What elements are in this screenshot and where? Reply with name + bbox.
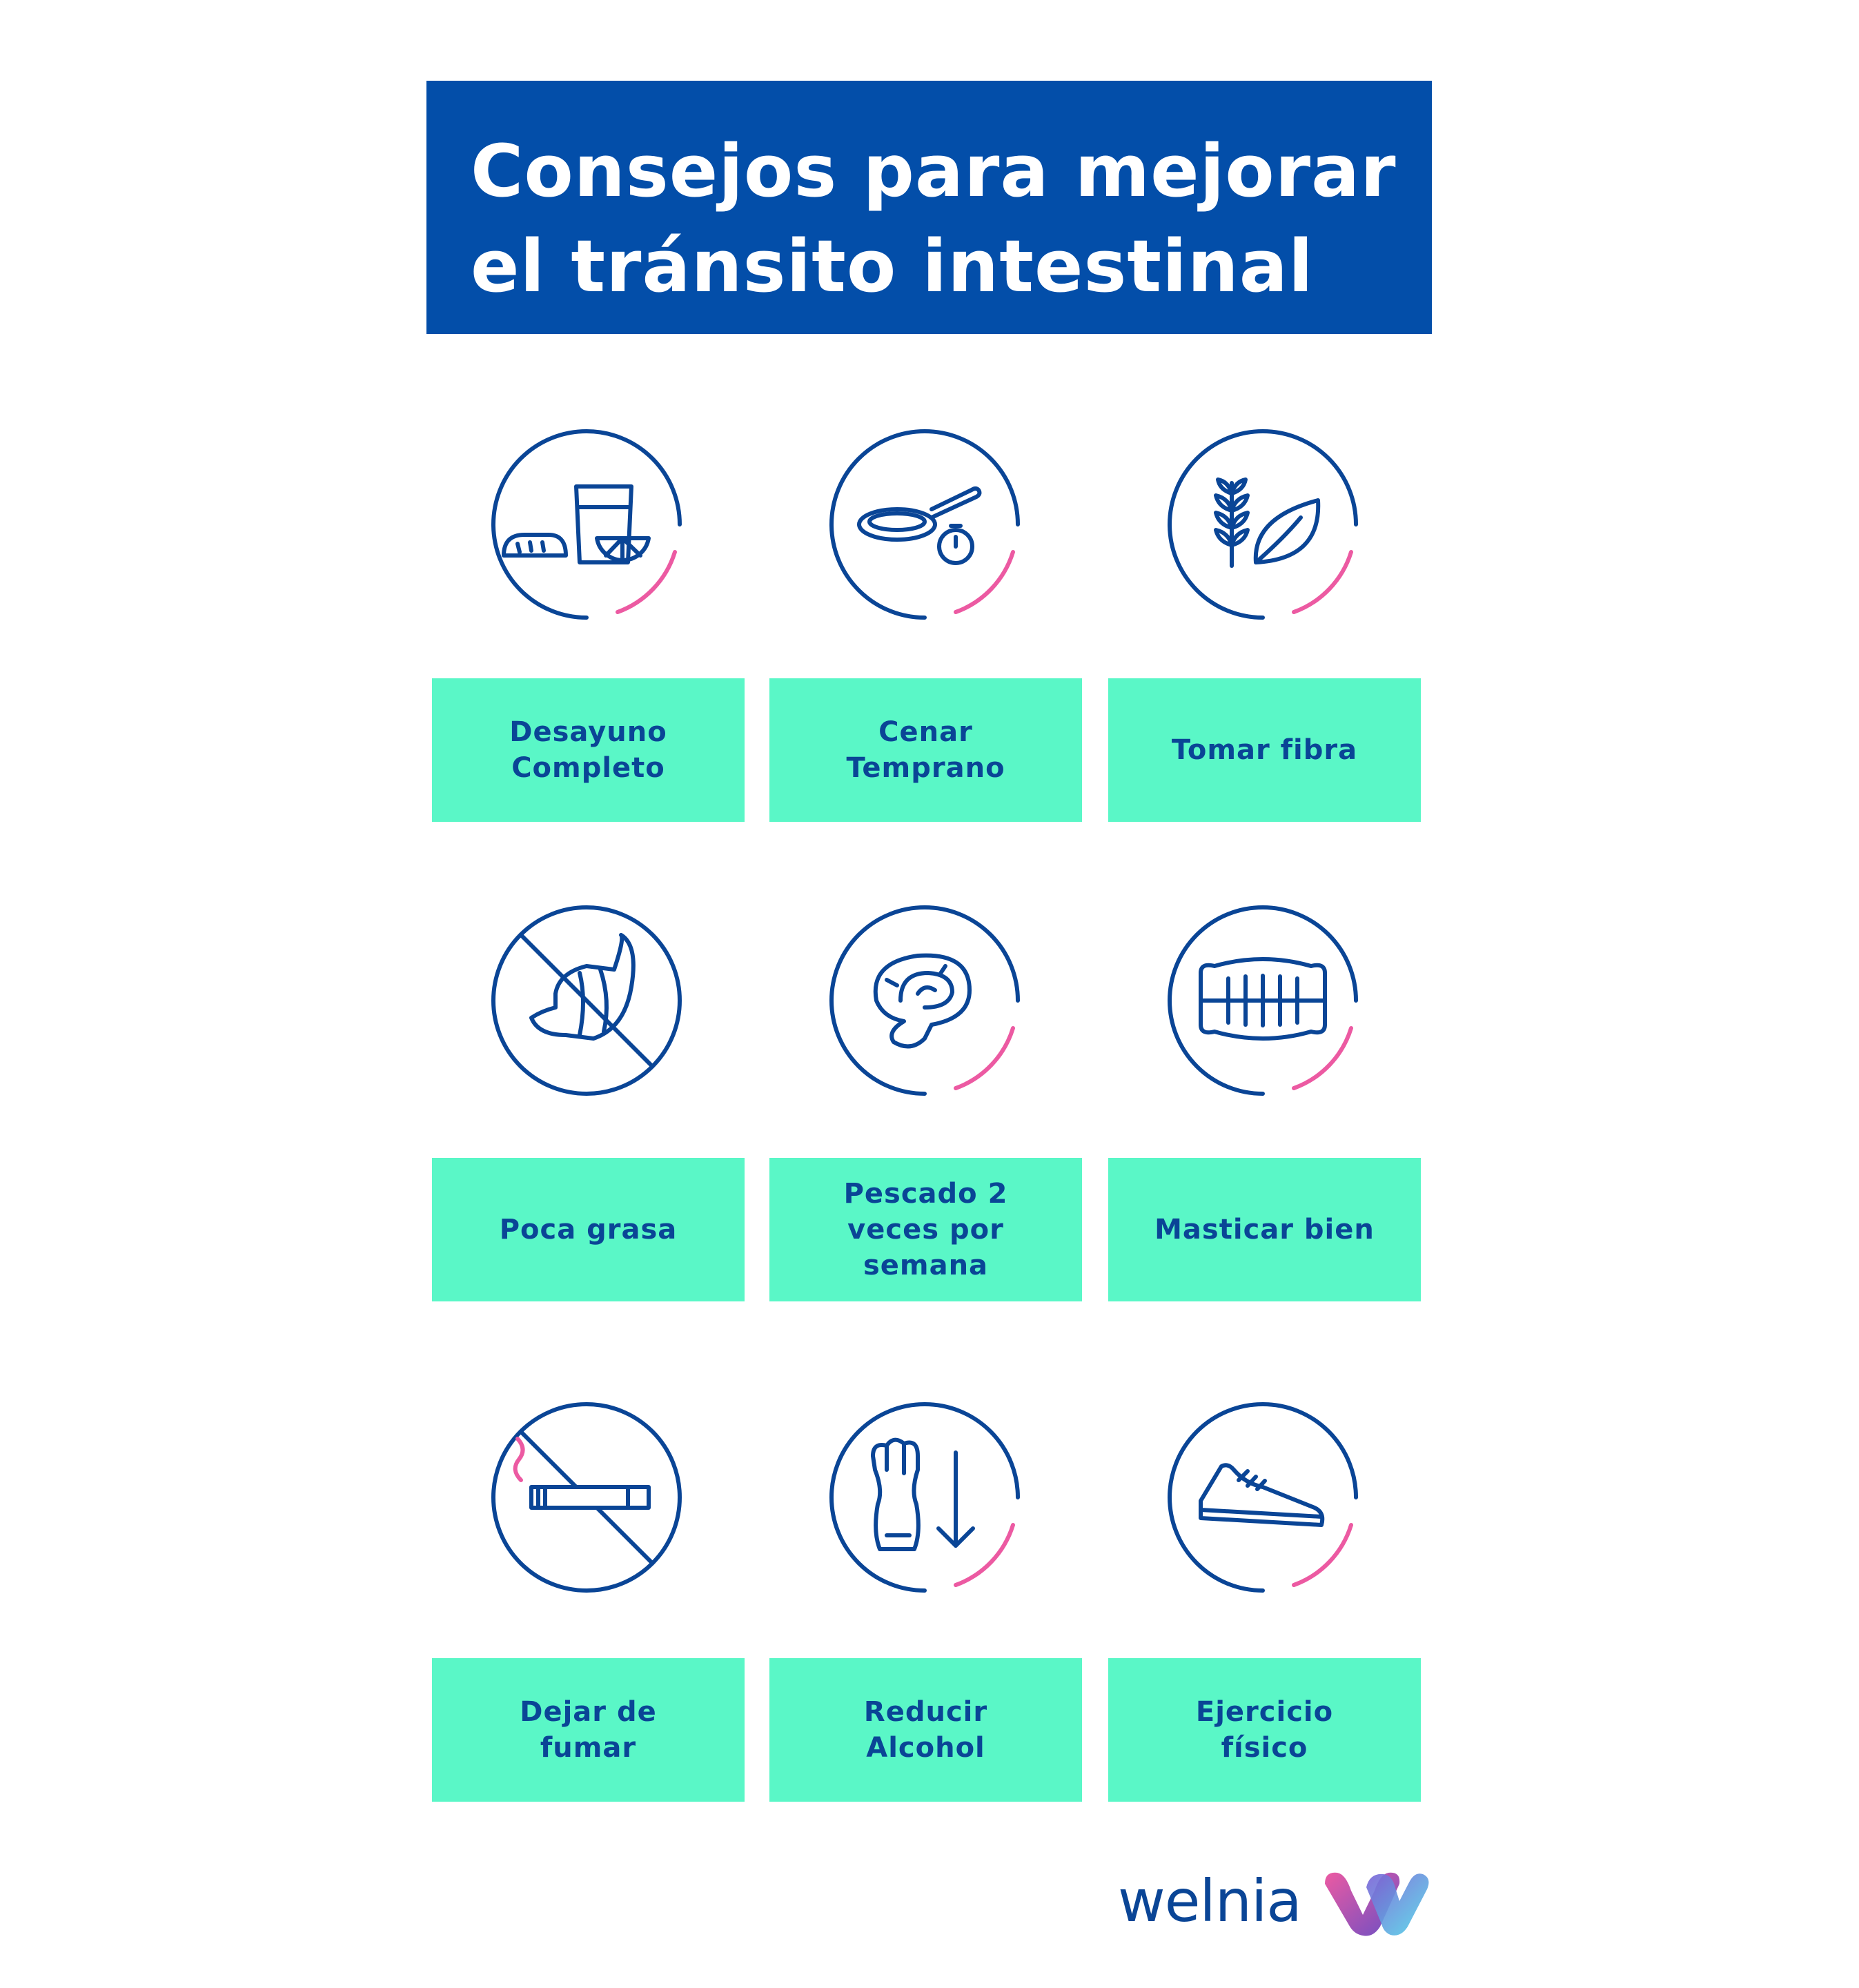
sneaker-icon bbox=[1159, 1394, 1366, 1601]
no-smoking-icon bbox=[483, 1394, 690, 1601]
tip-card: Cenar Temprano bbox=[769, 678, 1082, 822]
tip-card: Desayuno Completo bbox=[432, 678, 745, 822]
tip-label: Pescado 2 veces por semana bbox=[843, 1178, 1008, 1281]
wheat-leaf-icon bbox=[1159, 421, 1366, 628]
tip-card: Tomar fibra bbox=[1108, 678, 1421, 822]
tip-card: Ejercicio físico bbox=[1108, 1658, 1421, 1802]
tip-card: Pescado 2 veces por semana bbox=[769, 1158, 1082, 1301]
welnia-mark-icon bbox=[1318, 1863, 1432, 1939]
logo-text: welnia bbox=[1118, 1867, 1302, 1935]
fish-steak-icon bbox=[821, 897, 1028, 1104]
welnia-logo: welnia bbox=[1118, 1863, 1432, 1939]
breakfast-icon bbox=[483, 421, 690, 628]
tip-label: Tomar fibra bbox=[1171, 734, 1358, 766]
title-line-1: Consejos para mejorar bbox=[471, 129, 1397, 213]
title-banner: Consejos para mejorar el tránsito intest… bbox=[426, 81, 1432, 334]
tip-card: Reducir Alcohol bbox=[769, 1658, 1082, 1802]
tip-label: Cenar Temprano bbox=[846, 716, 1005, 784]
tip-label: Ejercicio físico bbox=[1195, 1696, 1334, 1764]
tip-label: Reducir Alcohol bbox=[863, 1696, 988, 1764]
teeth-icon bbox=[1159, 897, 1366, 1104]
tip-card: Poca grasa bbox=[432, 1158, 745, 1301]
tip-label: Dejar de fumar bbox=[520, 1696, 657, 1764]
tip-label: Masticar bien bbox=[1154, 1214, 1375, 1246]
tip-card: Masticar bien bbox=[1108, 1158, 1421, 1301]
no-croissant-icon bbox=[483, 897, 690, 1104]
tip-label: Poca grasa bbox=[499, 1214, 678, 1246]
pan-timer-icon bbox=[821, 421, 1028, 628]
title-line-2: el tránsito intestinal bbox=[471, 224, 1314, 308]
beer-down-icon bbox=[821, 1394, 1028, 1601]
tip-label: Desayuno Completo bbox=[509, 716, 667, 784]
tip-card: Dejar de fumar bbox=[432, 1658, 745, 1802]
